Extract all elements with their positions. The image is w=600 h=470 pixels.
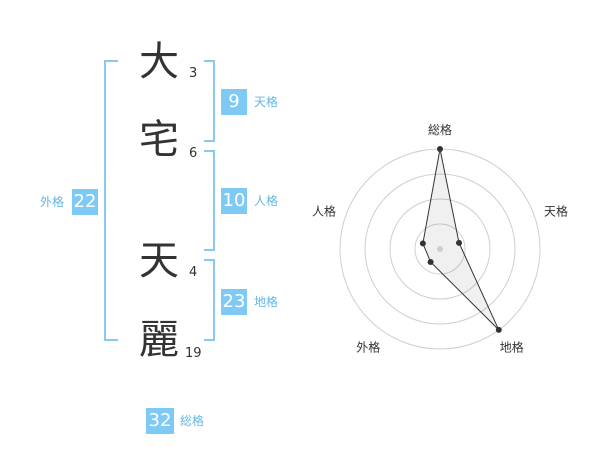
radar-ring bbox=[364, 173, 516, 325]
gaikaku-label: 外格 bbox=[40, 195, 65, 209]
stroke-count-3: 4 bbox=[189, 265, 198, 280]
tenkaku-label: 天格 bbox=[254, 95, 279, 109]
radar-ring bbox=[414, 223, 466, 275]
radar-polygon bbox=[422, 148, 500, 331]
jinkaku-label: 人格 bbox=[254, 194, 279, 208]
radar-point bbox=[495, 326, 502, 333]
radar-axis-label: 外格 bbox=[356, 340, 380, 355]
name-char-3: 天 bbox=[139, 238, 179, 284]
gaikaku-value: 22 bbox=[72, 189, 98, 215]
tenkaku-bracket bbox=[204, 60, 215, 142]
chikaku-label: 地格 bbox=[254, 295, 279, 309]
soukaku-label: 総格 bbox=[180, 414, 205, 428]
name-char-2: 宅 bbox=[139, 117, 179, 163]
stroke-count-2: 6 bbox=[189, 146, 198, 161]
radar-axis-label: 地格 bbox=[500, 340, 524, 355]
chikaku-bracket bbox=[204, 259, 215, 341]
gaikaku-bracket bbox=[104, 60, 118, 341]
radar-point bbox=[427, 258, 434, 265]
radar-axis-label: 人格 bbox=[312, 203, 336, 218]
radar-point bbox=[437, 146, 443, 152]
name-char-4: 麗 bbox=[139, 317, 179, 363]
radar-point bbox=[456, 239, 463, 246]
chikaku-value: 23 bbox=[221, 289, 247, 315]
radar-point bbox=[419, 240, 426, 247]
stroke-count-1: 3 bbox=[189, 66, 198, 81]
radar-center bbox=[437, 246, 443, 252]
name-char-1: 大 bbox=[139, 39, 179, 85]
soukaku-value: 32 bbox=[146, 408, 174, 434]
radar-axis-label: 総格 bbox=[428, 122, 452, 137]
radar-axis-label: 天格 bbox=[544, 203, 568, 218]
jinkaku-bracket bbox=[204, 150, 215, 251]
tenkaku-value: 9 bbox=[221, 89, 247, 115]
stroke-count-4: 19 bbox=[185, 346, 202, 361]
jinkaku-value: 10 bbox=[221, 188, 247, 214]
radar-ring bbox=[389, 198, 491, 300]
